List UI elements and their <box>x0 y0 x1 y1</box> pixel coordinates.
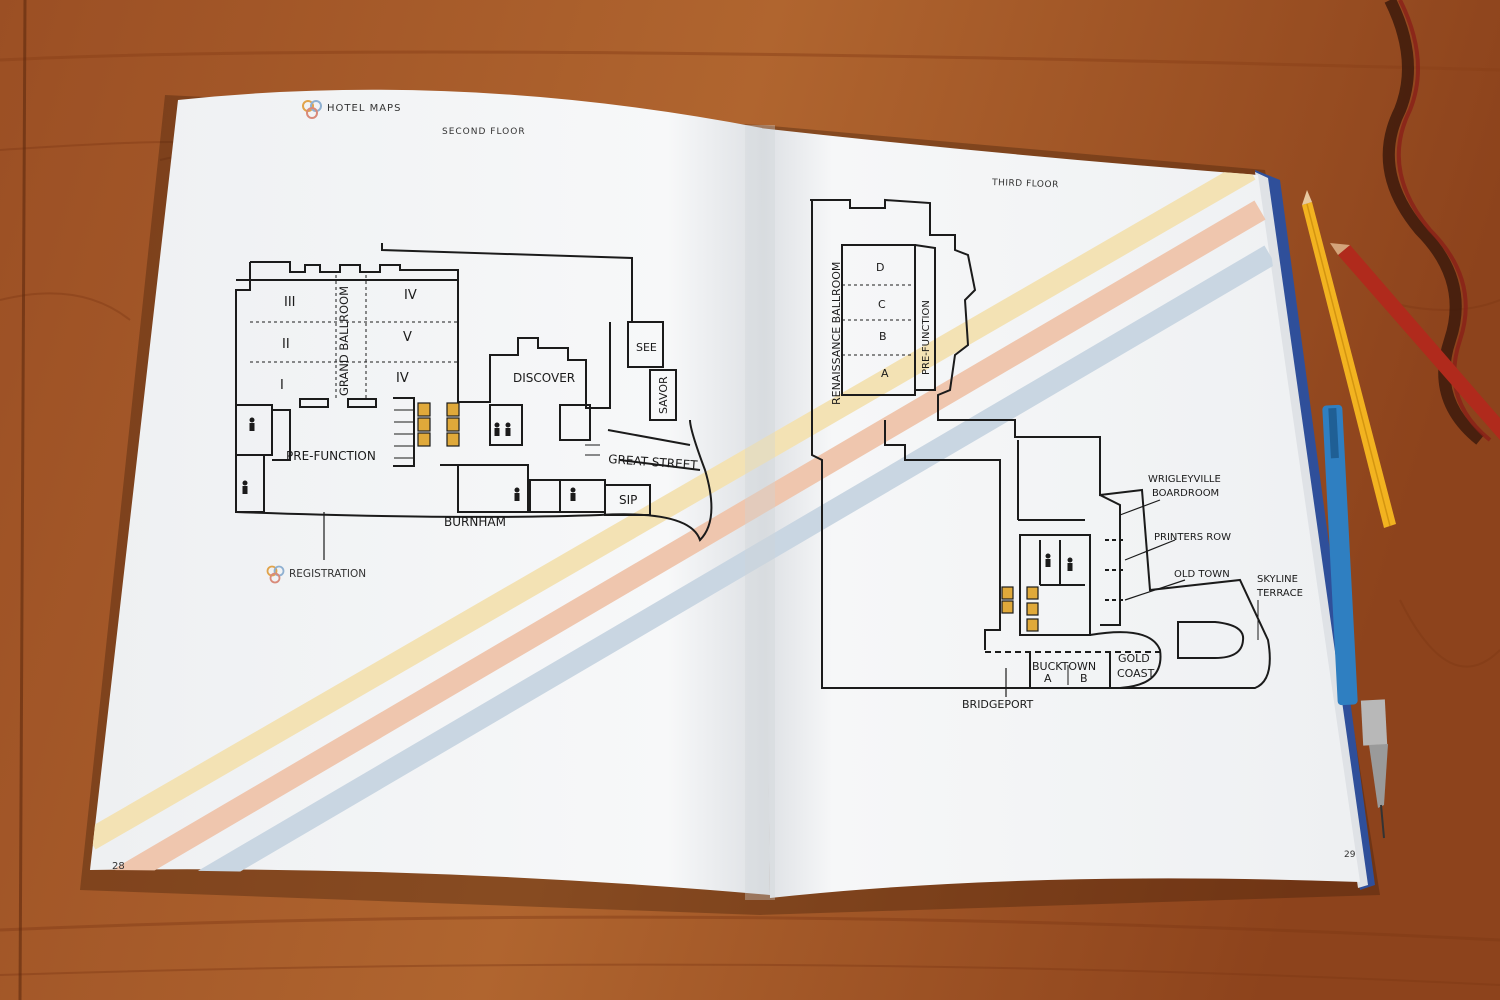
bucktown-b-label: B <box>1080 672 1088 685</box>
left-page-number: 28 <box>112 861 125 872</box>
second-floor-title: SECOND FLOOR <box>442 127 526 137</box>
savor-label: SAVOR <box>657 376 670 414</box>
restroom-icons-left <box>242 417 576 501</box>
renaissance-ballroom-label: RENAISSANCE BALLROOM <box>830 262 843 405</box>
great-street-label: GREAT STREET <box>608 452 699 472</box>
wrigleyville-label-line1: WRIGLEYVILLE <box>1148 474 1221 485</box>
sip-label: SIP <box>619 493 637 507</box>
second-floor-plan <box>235 243 713 560</box>
coast-label: COAST <box>1117 667 1155 680</box>
left-page <box>90 89 770 896</box>
skyline-label-line1: SKYLINE <box>1257 574 1298 585</box>
room-v: V <box>403 330 412 345</box>
room-c: C <box>878 298 886 311</box>
registration-label: REGISTRATION <box>289 568 366 580</box>
third-floor-plan <box>810 198 1271 697</box>
burnham-label: BURNHAM <box>444 515 506 529</box>
red-pencil <box>1330 243 1500 440</box>
third-floor-title: THIRD FLOOR <box>991 178 1059 190</box>
room-ii: II <box>282 337 290 352</box>
bucktown-a-label: A <box>1044 672 1052 685</box>
discover-label: DISCOVER <box>513 371 575 385</box>
grand-ballroom-label: GRAND BALLROOM <box>337 286 351 396</box>
yellow-pencil <box>1302 190 1396 528</box>
logo-icon <box>302 100 322 119</box>
pre-function-right-label: PRE-FUNCTION <box>921 300 932 375</box>
skyline-label-line2: TERRACE <box>1256 588 1303 599</box>
gold-label: GOLD <box>1118 652 1150 665</box>
wrigleyville-label-line2: BOARDROOM <box>1152 488 1219 499</box>
header-title: HOTEL MAPS <box>327 103 401 114</box>
book-spine <box>745 125 775 900</box>
hotel-maps-header: HOTEL MAPS <box>302 100 401 119</box>
room-a: A <box>881 367 889 380</box>
registration-icon <box>266 565 285 584</box>
elevator-icons-right <box>1001 586 1039 632</box>
old-town-label: OLD TOWN <box>1174 569 1230 580</box>
printers-row-label: PRINTERS ROW <box>1154 532 1231 543</box>
bucktown-label: BUCKTOWN <box>1032 660 1096 673</box>
bridgeport-label: BRIDGEPORT <box>962 698 1034 711</box>
room-iii: III <box>284 295 296 310</box>
room-d: D <box>876 261 884 274</box>
room-iv-bottom: IV <box>396 371 409 386</box>
restroom-icons-right <box>1045 553 1073 571</box>
room-b: B <box>879 330 887 343</box>
decorative-stripes <box>90 160 1276 900</box>
right-page-number: 29 <box>1344 850 1356 860</box>
room-iv-top: IV <box>404 288 417 303</box>
see-label: SEE <box>636 341 657 354</box>
blue-mechanical-pencil <box>1322 404 1388 839</box>
pre-function-label: PRE-FUNCTION <box>286 449 376 463</box>
registration-marker: REGISTRATION <box>266 565 366 584</box>
elevator-icons-left <box>417 402 460 447</box>
room-i: I <box>280 378 284 393</box>
